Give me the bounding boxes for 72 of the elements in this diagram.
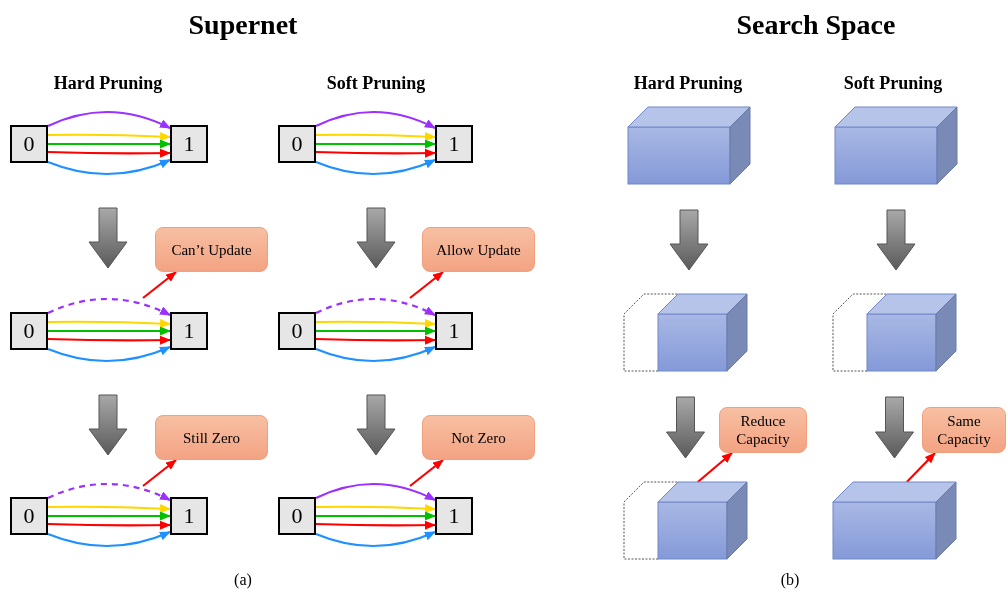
node-box: 1 (170, 497, 208, 535)
arrow (47, 346, 171, 363)
arrow (47, 110, 171, 129)
callout-box: Same Capacity (922, 407, 1006, 453)
node-box: 1 (435, 125, 473, 163)
panel-title: Supernet (188, 8, 298, 42)
callout-box: Not Zero (422, 415, 535, 460)
cube (628, 107, 750, 184)
arrow (47, 148, 171, 158)
node-box: 0 (10, 497, 48, 535)
panel-label: (b) (780, 570, 800, 591)
arrow (47, 297, 171, 316)
cube (833, 294, 956, 371)
block-arrow (876, 209, 916, 271)
node-box: 1 (170, 312, 208, 350)
arrow (315, 346, 436, 363)
arrow (48, 326, 171, 336)
arrow (316, 319, 436, 328)
panel-label: (a) (234, 570, 252, 591)
cube (835, 107, 957, 184)
arrow (315, 531, 436, 548)
block-arrow (669, 209, 709, 271)
arrow (47, 531, 171, 548)
node-box: 0 (278, 125, 316, 163)
cube (624, 294, 747, 371)
arrow (48, 504, 171, 514)
arrow (47, 520, 171, 530)
arrow (315, 159, 436, 176)
panel-title: Search Space (736, 8, 896, 42)
callout-box: Can’t Update (155, 227, 268, 272)
arrow (315, 335, 436, 345)
arrow (315, 110, 436, 129)
arrow (697, 452, 733, 483)
callout-box: Still Zero (155, 415, 268, 460)
node-box: 0 (278, 312, 316, 350)
column-heading: Hard Pruning (633, 72, 743, 95)
cube (624, 482, 747, 559)
arrow (48, 139, 171, 149)
node-box: 0 (10, 125, 48, 163)
node-box: 0 (10, 312, 48, 350)
arrow (316, 326, 436, 336)
block-arrow (875, 396, 914, 459)
arrow (409, 271, 444, 299)
column-heading: Soft Pruning (326, 72, 426, 95)
node-box: 1 (170, 125, 208, 163)
cube (833, 482, 956, 559)
arrow (316, 504, 436, 513)
arrow (142, 271, 177, 299)
node-box: 0 (278, 497, 316, 535)
callout-box: Reduce Capacity (719, 407, 807, 453)
column-heading: Hard Pruning (53, 72, 163, 95)
column-heading: Soft Pruning (843, 72, 943, 95)
arrow (48, 319, 171, 329)
callout-box: Allow Update (422, 227, 535, 272)
node-box: 1 (435, 312, 473, 350)
arrow (47, 335, 171, 345)
arrow (142, 459, 177, 487)
arrow (906, 452, 936, 483)
arrow (315, 520, 436, 530)
arrow (315, 297, 436, 316)
arrow (315, 148, 436, 158)
arrow (409, 459, 444, 487)
arrow (315, 482, 436, 501)
arrow (48, 511, 171, 521)
block-arrow (666, 396, 705, 459)
node-box: 1 (435, 497, 473, 535)
arrow (316, 132, 436, 141)
arrow (47, 159, 171, 176)
arrow (47, 482, 171, 501)
arrow (316, 139, 436, 149)
arrow (48, 132, 171, 142)
arrow (316, 511, 436, 521)
